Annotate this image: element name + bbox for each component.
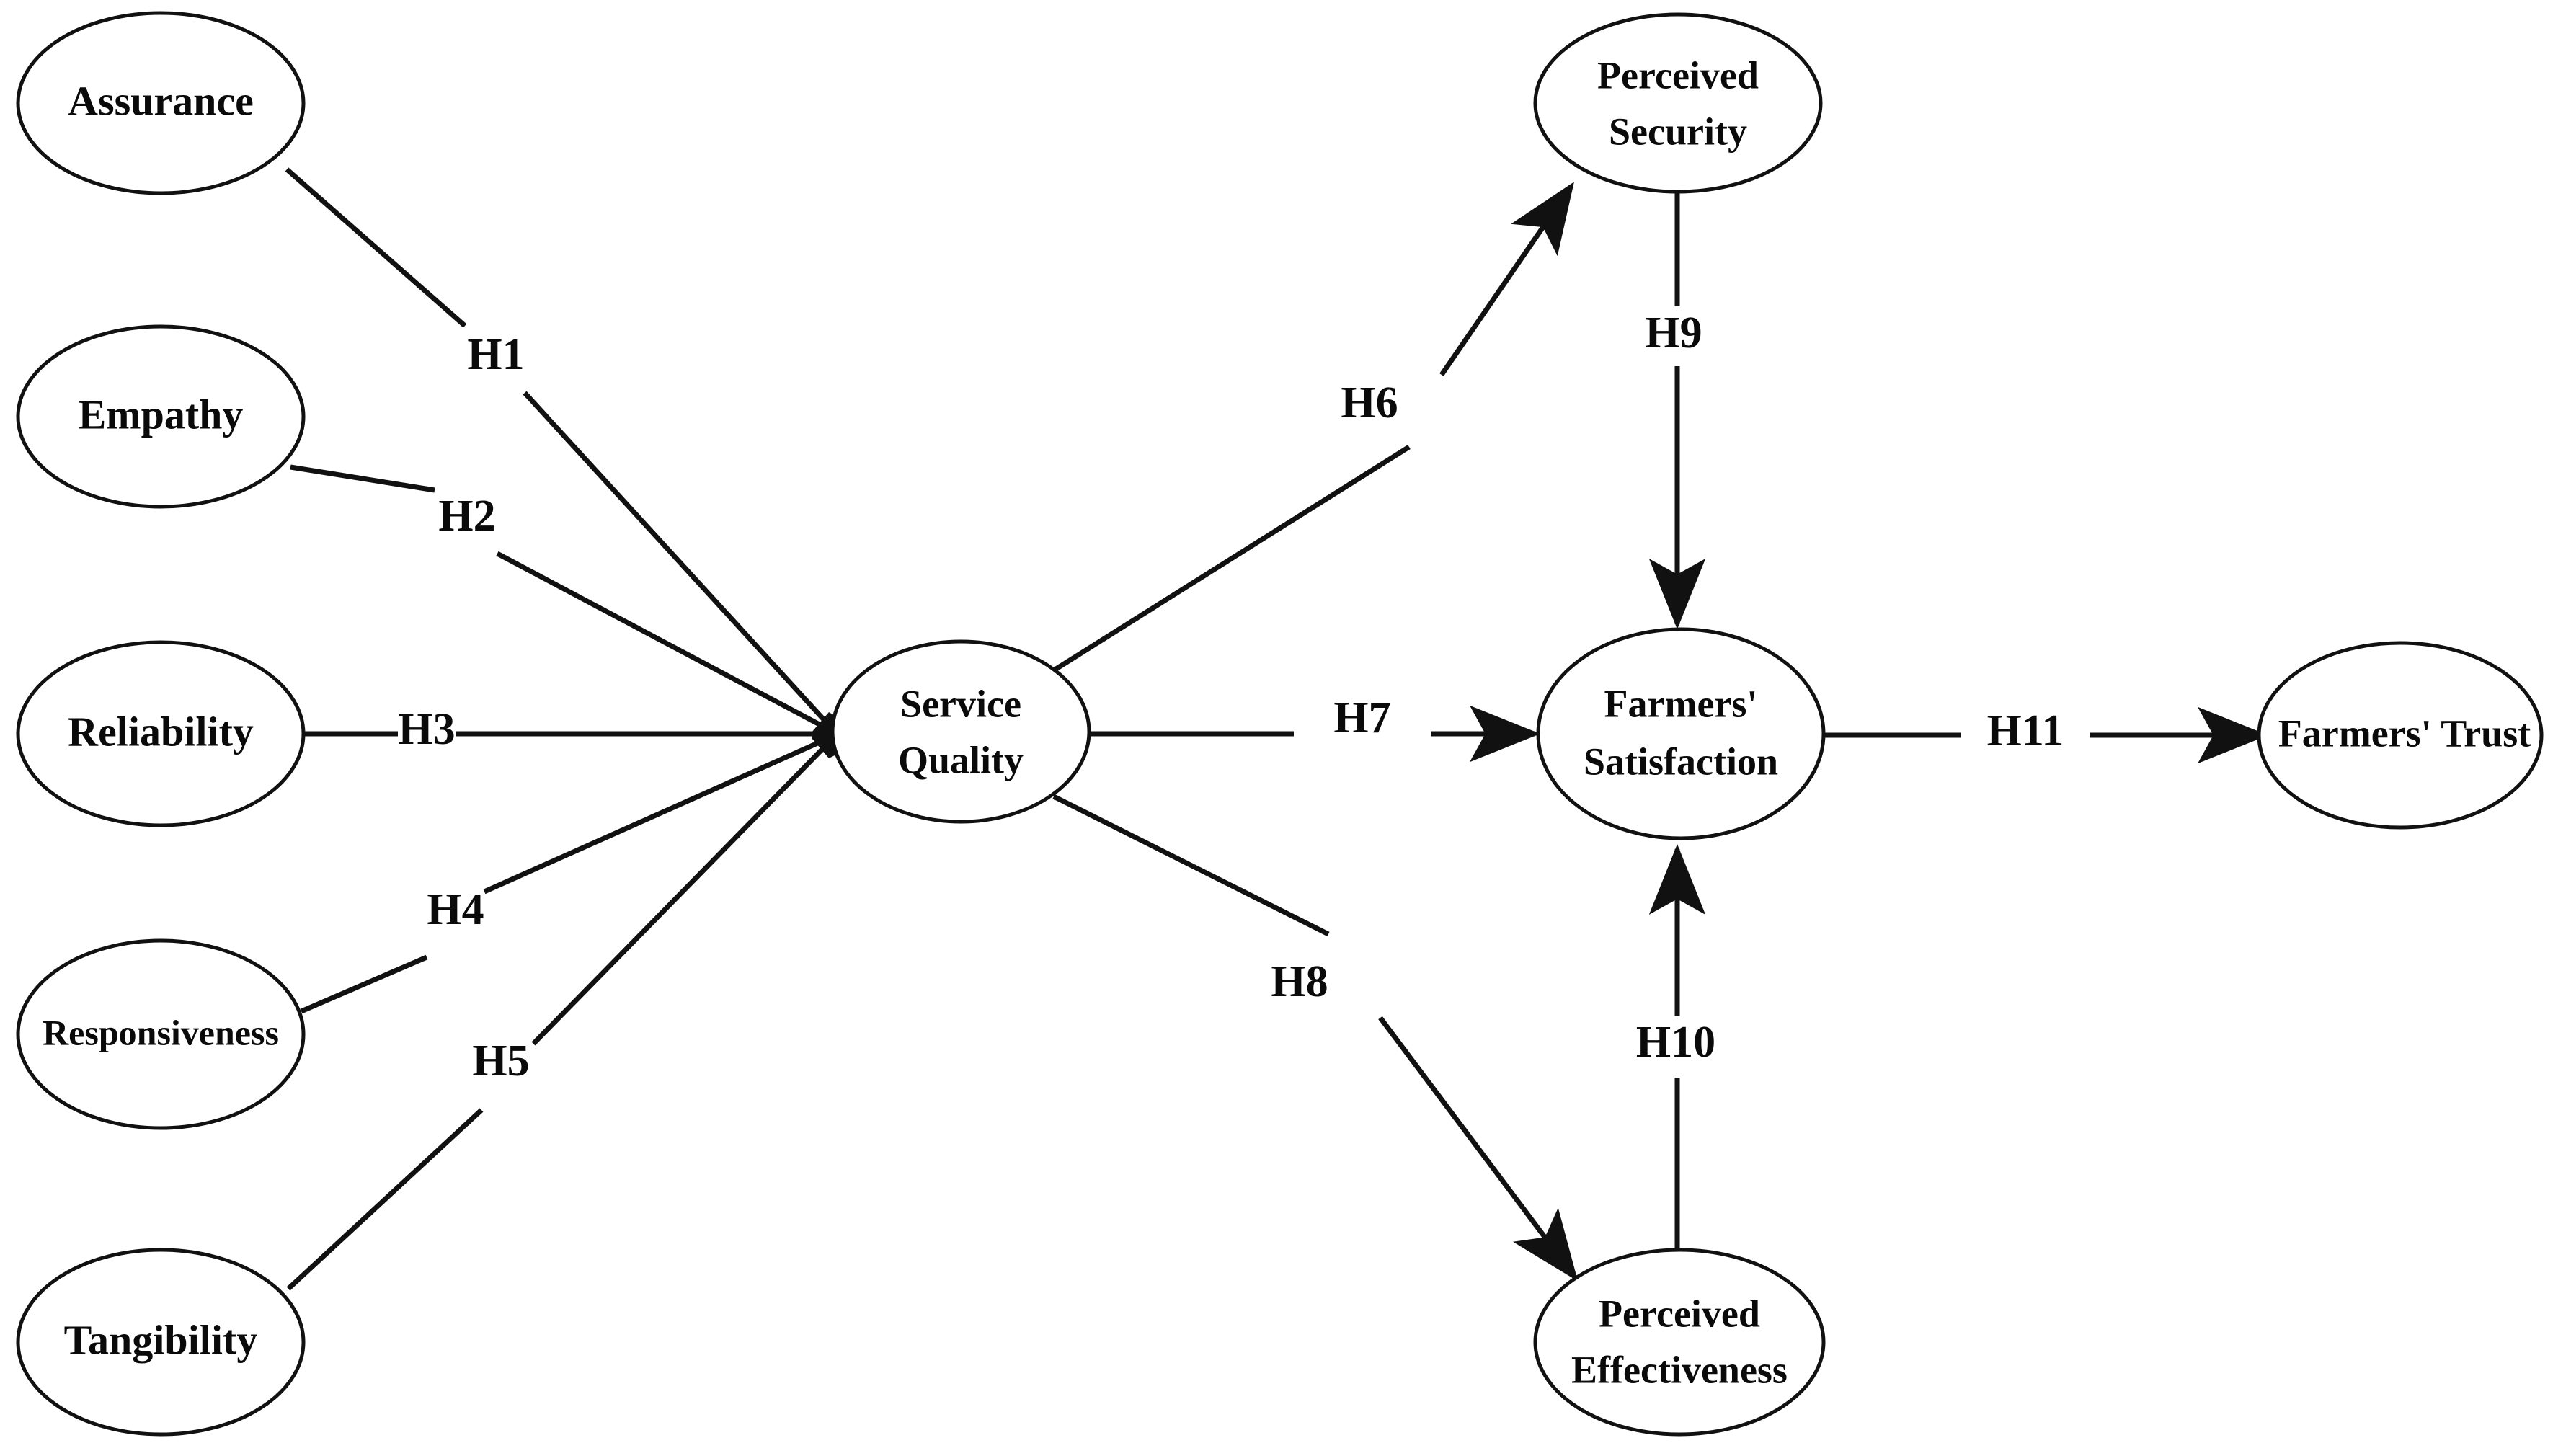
node-perceived-security-label-line1: Perceived (1597, 53, 1759, 97)
node-farmers-trust-label: Farmers' Trust (2278, 711, 2531, 755)
node-farmers-trust-shape (2257, 641, 2544, 830)
hypothesis-label-h6: H6 (1341, 378, 1398, 427)
node-empathy-shape (16, 324, 306, 509)
node-reliability-label: Reliability (68, 708, 254, 755)
node-perceived-effectiveness[interactable]: Perceived Effectiveness (1533, 1248, 1826, 1437)
hypothesis-label-h10: H10 (1636, 1018, 1715, 1067)
node-farmers-satisfaction-label-line2: Satisfaction (1584, 740, 1778, 783)
hypothesis-label-h5: H5 (472, 1036, 529, 1086)
node-perceived-security[interactable]: Perceived Security (1533, 12, 1823, 194)
node-farmers-satisfaction[interactable]: Farmers' Satisfaction (1536, 627, 1826, 840)
node-assurance-shape (16, 11, 306, 195)
node-tangibility[interactable]: Tangibility (16, 1248, 306, 1437)
hypothesis-label-h9: H9 (1645, 308, 1702, 358)
node-service-quality-label-line2: Quality (898, 738, 1024, 781)
node-farmers-satisfaction-label-line1: Farmers' (1604, 682, 1758, 725)
hypothesis-label-h2: H2 (438, 492, 495, 541)
node-perceived-effectiveness-label-line1: Perceived (1599, 1292, 1760, 1335)
node-service-quality-label-line1: Service (900, 682, 1021, 725)
edge-h2 (290, 464, 830, 732)
node-assurance[interactable]: Assurance (16, 11, 306, 195)
node-responsiveness[interactable]: Responsiveness (16, 938, 306, 1130)
hypothesis-label-h4: H4 (427, 885, 484, 934)
node-empathy[interactable]: Empathy (16, 324, 306, 509)
node-service-quality-shape (830, 639, 1091, 824)
hypothesis-label-h1: H1 (467, 330, 524, 379)
node-tangibility-label: Tangibility (64, 1316, 258, 1363)
hypothesis-label-h8: H8 (1271, 957, 1328, 1006)
node-empathy-label: Empathy (79, 391, 244, 438)
node-responsiveness-label: Responsiveness (43, 1012, 279, 1052)
node-perceived-effectiveness-shape (1533, 1248, 1826, 1437)
hypothesis-label-h7: H7 (1333, 693, 1390, 742)
hypothesis-label-h3: H3 (398, 705, 455, 754)
node-perceived-security-label-line2: Security (1609, 110, 1747, 153)
node-reliability-shape (16, 640, 306, 827)
node-perceived-effectiveness-label-line2: Effectiveness (1571, 1348, 1788, 1391)
node-farmers-trust[interactable]: Farmers' Trust (2257, 641, 2544, 830)
edge-h6 (1052, 182, 1574, 672)
edge-h4 (300, 735, 830, 1014)
node-reliability[interactable]: Reliability (16, 640, 306, 827)
node-responsiveness-shape (16, 938, 306, 1130)
node-farmers-satisfaction-shape (1536, 627, 1826, 840)
node-tangibility-shape (16, 1248, 306, 1437)
node-service-quality[interactable]: Service Quality (830, 639, 1091, 824)
edge-h1 (285, 167, 831, 727)
node-perceived-security-shape (1533, 12, 1823, 194)
edge-h8 (1052, 794, 1579, 1282)
hypothesis-label-h11: H11 (1987, 706, 2064, 755)
edge-h5 (286, 740, 831, 1291)
node-assurance-label: Assurance (68, 77, 254, 124)
